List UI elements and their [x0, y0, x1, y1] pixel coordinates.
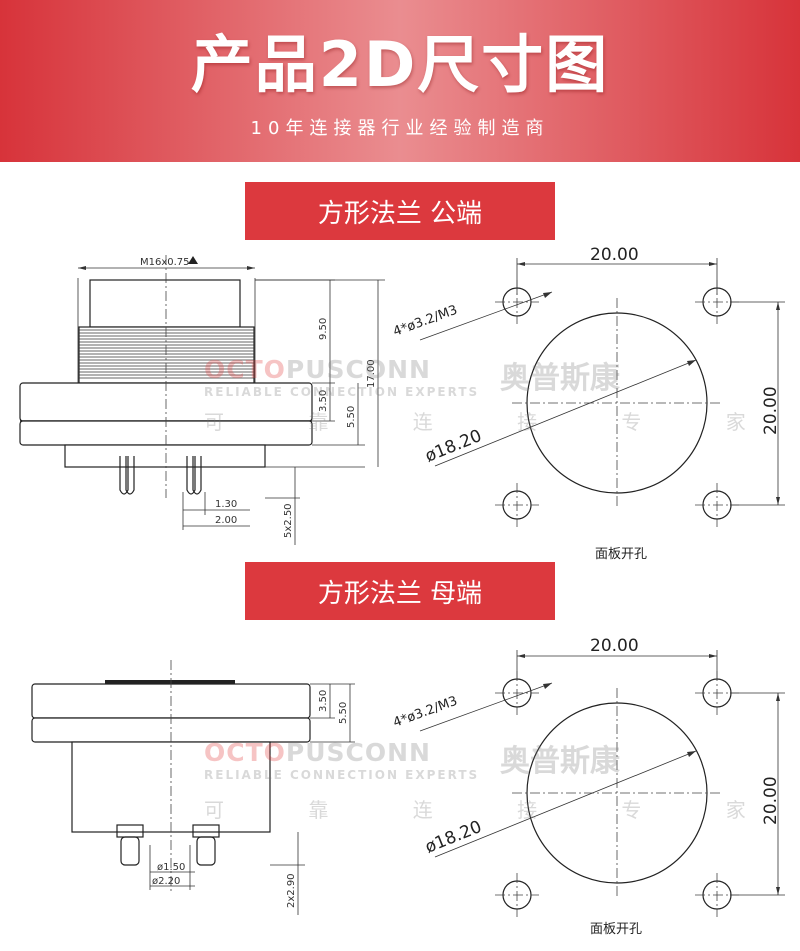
- page-title: 产品2D尺寸图: [190, 28, 610, 101]
- panel-cutout-caption: 面板开孔: [595, 547, 647, 562]
- male-pins: [119, 456, 202, 495]
- dim-2-00: 2.00: [215, 515, 237, 526]
- panel-cutout-caption: 面板开孔: [590, 922, 642, 937]
- female-side-view-drawing: 3.50 5.50 ø1.50 ø2.20 2x2.90: [31, 660, 355, 915]
- connector-cap: [89, 279, 241, 328]
- dim-5-50: 5.50: [346, 406, 357, 428]
- dim-17-00: 17.00: [366, 359, 377, 388]
- lower-body: [64, 444, 266, 468]
- dim-9-50: 9.50: [318, 318, 329, 340]
- dim-5x2-50: 5x2.50: [283, 503, 294, 538]
- dim-2x2-90: 2x2.90: [286, 873, 297, 908]
- mounting-holes: [495, 280, 739, 527]
- thread-lines: [79, 329, 254, 379]
- dim-3-50: 3.50: [318, 690, 329, 712]
- spacing-side-label: 20.00: [761, 386, 781, 435]
- section-title-female: 方形法兰 母端: [245, 562, 555, 620]
- female-pins: [116, 824, 220, 866]
- spacing-side-label: 20.00: [761, 776, 781, 825]
- hole-spec-label: 4*ø3.2/M3: [391, 694, 459, 731]
- triangle-marker-icon: [188, 256, 198, 264]
- section-title-male: 方形法兰 公端: [245, 182, 555, 240]
- male-side-view-drawing: M16x0.75 9.50 3.50 5.50 17.00: [19, 255, 385, 545]
- page-subtitle: 10年连接器行业经验制造商: [250, 118, 550, 139]
- female-panel-cutout-drawing: 20.00 20.00 4*ø3.2/M3 ø18.20 面板开孔: [391, 636, 785, 937]
- male-panel-cutout-drawing: 20.00 20.00 4*ø3.2/M3 ø18.20 面板开孔: [391, 245, 785, 562]
- dim-1-30: 1.30: [215, 499, 237, 510]
- hole-spec-label: 4*ø3.2/M3: [391, 303, 459, 340]
- dim-pin-diameter: ø1.50: [157, 862, 185, 873]
- dim-5-50: 5.50: [338, 702, 349, 724]
- thread-spec-label: M16x0.75: [140, 257, 190, 268]
- mounting-holes: [495, 671, 739, 917]
- center-hole-label: ø18.20: [422, 426, 484, 467]
- spacing-top-label: 20.00: [590, 636, 639, 656]
- dim-pin-outer-diameter: ø2.20: [152, 876, 180, 887]
- spacing-top-label: 20.00: [590, 245, 639, 265]
- header-banner: 产品2D尺寸图 10年连接器行业经验制造商: [0, 0, 800, 162]
- center-hole-label: ø18.20: [422, 817, 484, 858]
- dim-3-50: 3.50: [318, 390, 329, 412]
